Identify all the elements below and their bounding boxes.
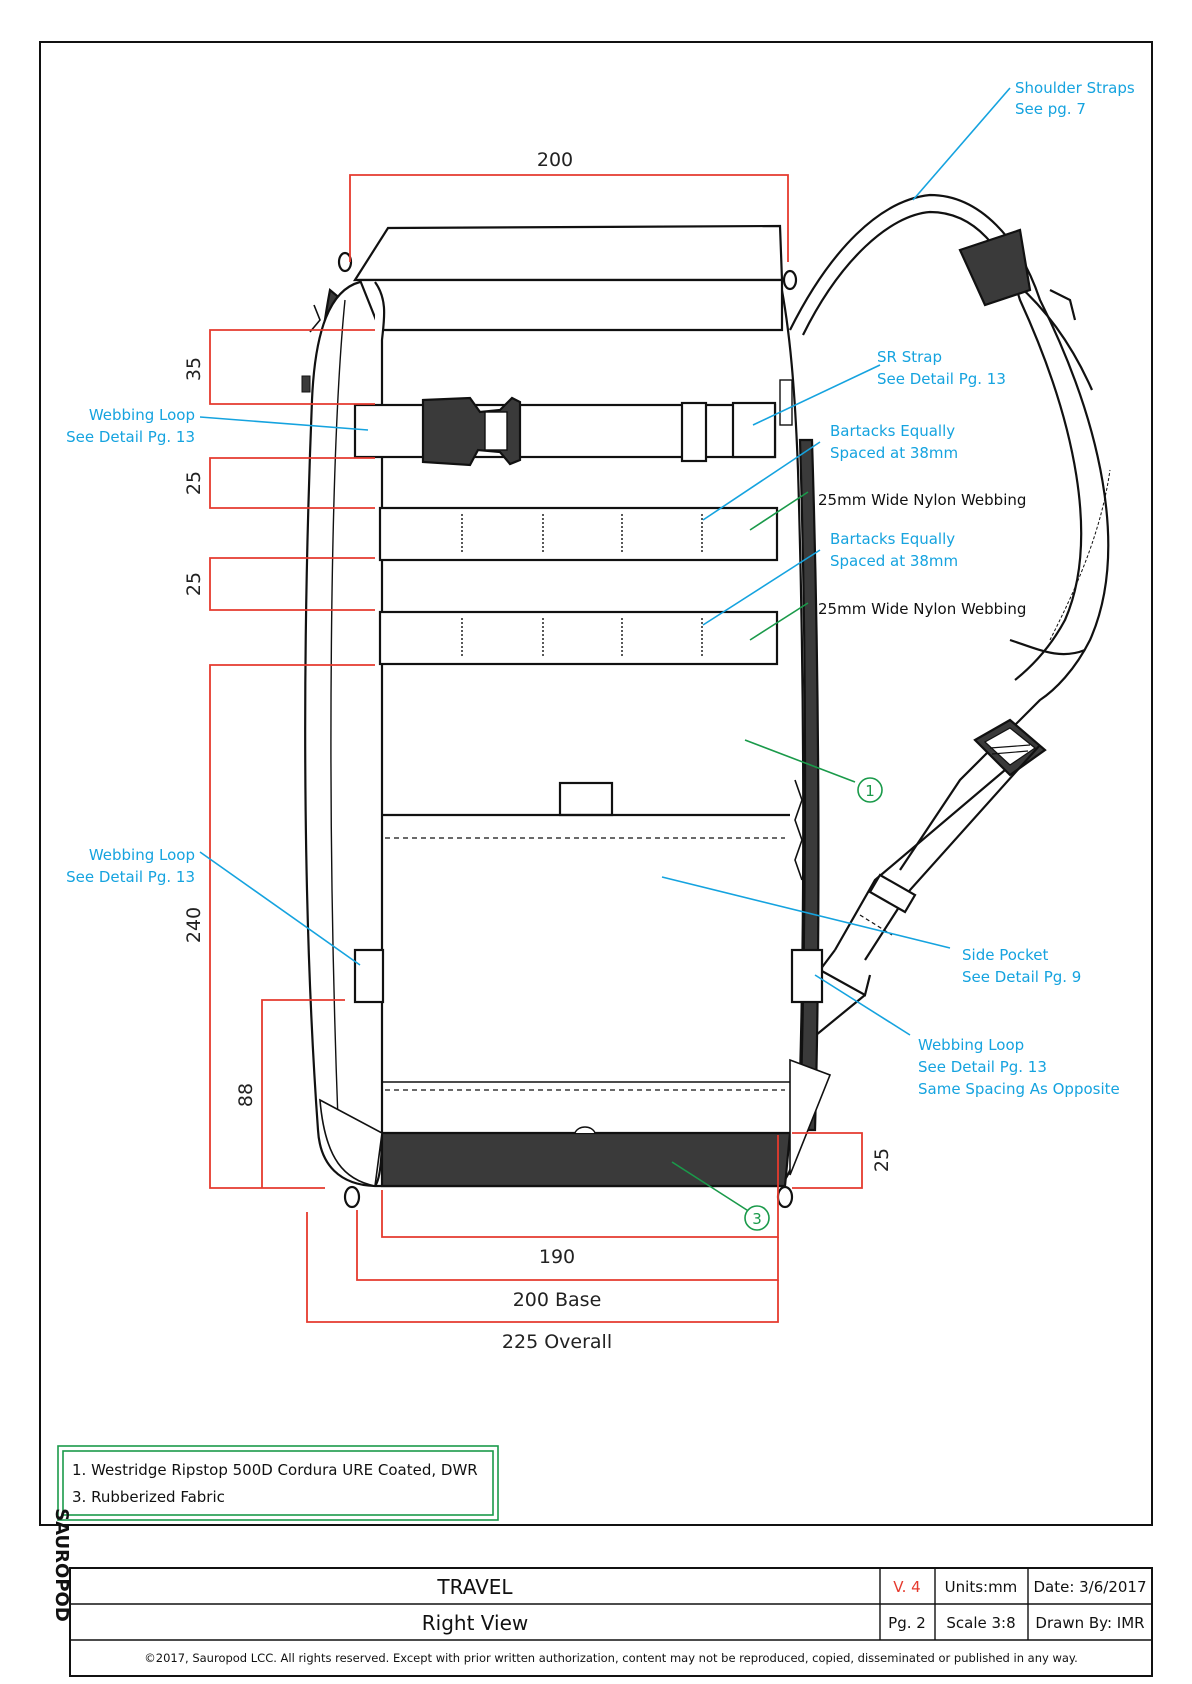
dim-200-base: 200 Base — [513, 1289, 602, 1311]
dim-25a: 25 — [183, 471, 205, 495]
webbing-loop-right-line1: Webbing Loop — [918, 1036, 1024, 1054]
webbing-loop-left-line2: See Detail Pg. 13 — [66, 868, 195, 886]
dim-25-base: 25 — [871, 1148, 893, 1172]
material-legend: 1. Westridge Ripstop 500D Cordura URE Co… — [57, 1445, 499, 1521]
material-leaders — [671, 491, 856, 1213]
sr-strap-line1: SR Strap — [877, 348, 942, 366]
view-name: Right View — [422, 1611, 528, 1635]
webbing-loop-top-line2: See Detail Pg. 13 — [66, 428, 195, 446]
dimension-lines — [209, 174, 863, 1323]
version: V. 4 — [893, 1578, 920, 1596]
brand-logo: SAUROPOD — [51, 1508, 72, 1622]
bartacks-2-line2: Spaced at 38mm — [830, 552, 958, 570]
shoulder-straps-line1: Shoulder Straps — [1015, 79, 1135, 97]
material-legend-item-1: 1. Westridge Ripstop 500D Cordura URE Co… — [72, 1461, 478, 1479]
material-marker-1: 1 — [857, 777, 883, 803]
callout-nylon-webbing-1: 25mm Wide Nylon Webbing — [818, 491, 1026, 509]
material-marker-1-label: 1 — [865, 782, 875, 800]
dim-190: 190 — [539, 1246, 575, 1268]
units: Units:mm — [945, 1578, 1018, 1596]
sr-strap-line2: See Detail Pg. 13 — [877, 370, 1006, 388]
webbing-loop-right-line3: Same Spacing As Opposite — [918, 1080, 1120, 1098]
dim-88: 88 — [235, 1083, 257, 1107]
callout-leaders — [199, 87, 1011, 1036]
dim-25b: 25 — [183, 572, 205, 596]
bartacks-1-line2: Spaced at 38mm — [830, 444, 958, 462]
bartacks-2-line1: Bartacks Equally — [830, 530, 955, 548]
drawn-by: Drawn By: IMR — [1035, 1614, 1144, 1632]
side-pocket-line2: See Detail Pg. 9 — [962, 968, 1081, 986]
dim-240: 240 — [183, 907, 205, 943]
bartack-marks — [461, 514, 703, 658]
date: Date: 3/6/2017 — [1033, 1578, 1146, 1596]
shoulder-strap — [769, 193, 1111, 1071]
dim-top-200: 200 — [537, 149, 573, 171]
shoulder-straps-line2: See pg. 7 — [1015, 100, 1086, 118]
callout-nylon-webbing-2: 25mm Wide Nylon Webbing — [818, 600, 1026, 618]
scale: Scale 3:8 — [946, 1614, 1015, 1632]
backpack-body — [301, 224, 832, 1209]
title-block: SAUROPOD TRAVEL Right View V. 4 Pg. 2 Un… — [51, 1508, 1153, 1677]
dim-35: 35 — [183, 357, 205, 381]
project-name: TRAVEL — [436, 1575, 513, 1599]
material-legend-item-3: 3. Rubberized Fabric — [72, 1488, 225, 1506]
webbing-loop-top-line1: Webbing Loop — [89, 406, 195, 424]
webbing-loop-right-line2: See Detail Pg. 13 — [918, 1058, 1047, 1076]
copyright-notice: ©2017, Sauropod LCC. All rights reserved… — [144, 1651, 1077, 1665]
webbing-loop-left-line1: Webbing Loop — [89, 846, 195, 864]
bartacks-1-line1: Bartacks Equally — [830, 422, 955, 440]
material-marker-3: 3 — [744, 1205, 770, 1231]
dim-225-overall: 225 Overall — [502, 1331, 612, 1353]
side-pocket-line1: Side Pocket — [962, 946, 1049, 964]
page-number: Pg. 2 — [888, 1614, 926, 1632]
drawing-frame — [39, 41, 1153, 1526]
material-marker-3-label: 3 — [752, 1210, 762, 1228]
